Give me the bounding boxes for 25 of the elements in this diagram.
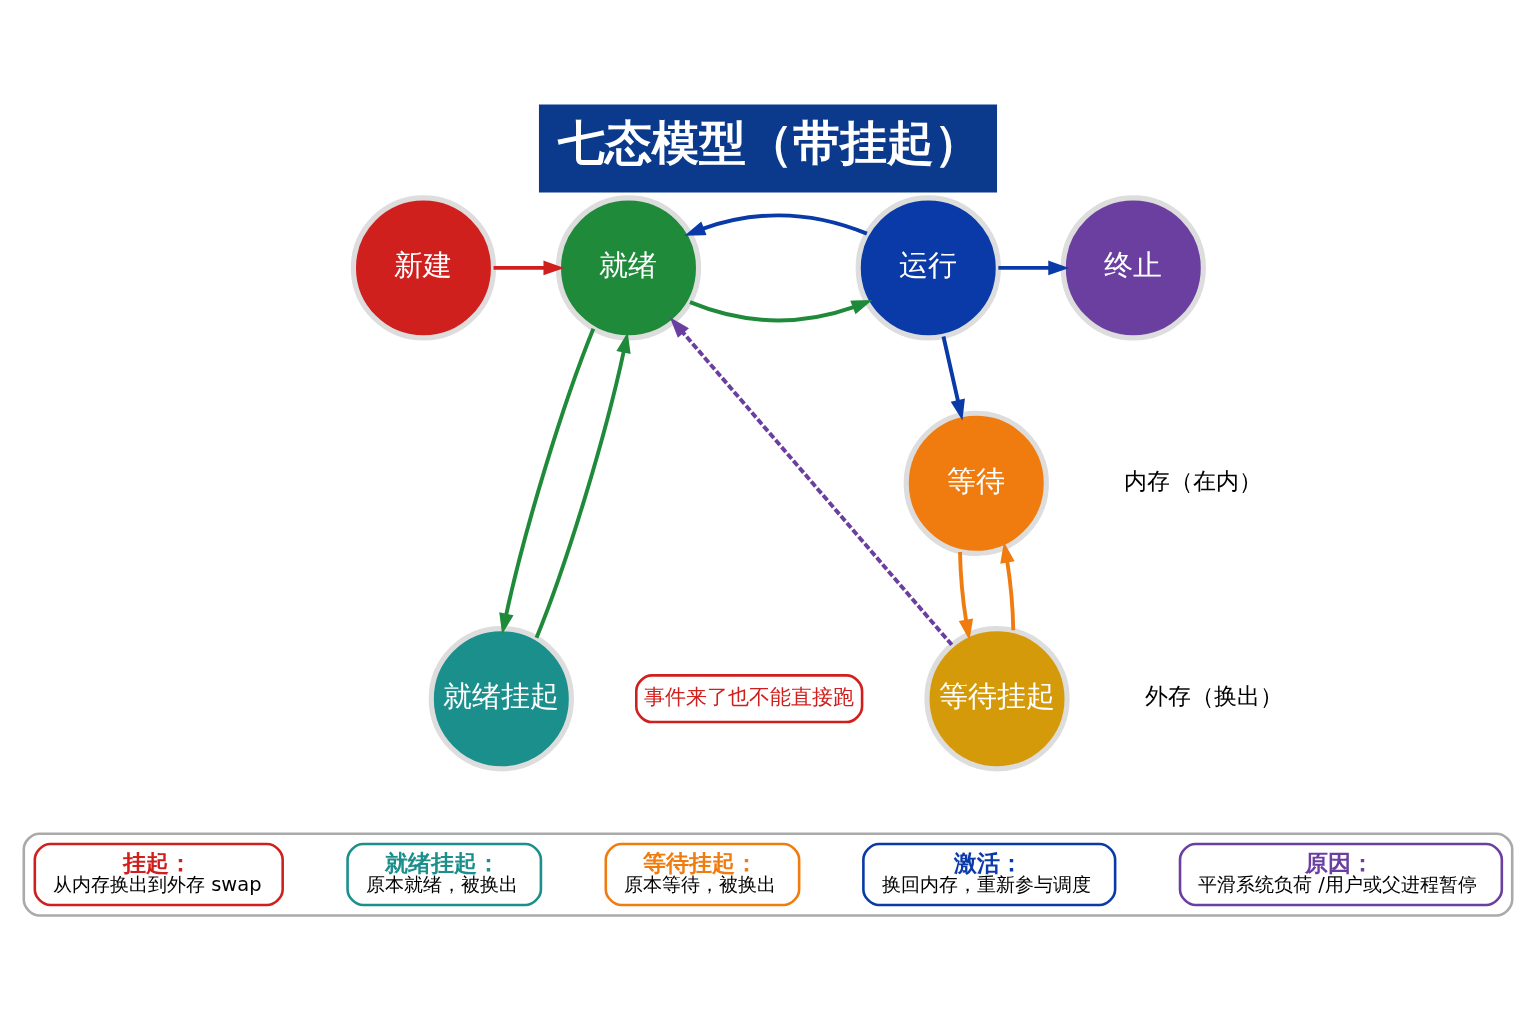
node-circle: 运行 [855,194,1001,341]
node-circle: 等待挂起 [924,625,1070,771]
node-box: 就绪挂起： 原本就绪，被换出 [346,842,543,906]
arrow [684,213,868,236]
node-circle: 等待 [903,410,1049,556]
node-box: 激活： 换回内存，重新参与调度 [862,842,1117,906]
node-circle: 终止 [1060,194,1206,341]
diagram-title: 七态模型（带挂起） [557,115,981,170]
node-box: 等待挂起： 原本等待，被换出 [604,842,801,906]
cluster [22,831,1514,917]
node-circle: 就绪挂起 [428,625,574,771]
node-box: 原因： 平滑系统负荷 /用户或父进程暂停 [1178,842,1504,906]
arrow [499,327,596,634]
node-box: 挂起： 从内存换出到外存 swap [33,842,284,906]
arrow [941,335,965,420]
arrow [493,260,565,275]
arrow [958,551,974,640]
arrow [669,316,954,646]
arrow [998,260,1070,275]
arrow [1000,541,1016,630]
label: 外存（换出） [1144,681,1283,710]
node-box: 事件来了也不能直接跑 [635,673,864,723]
arrow [689,299,873,322]
label: 内存（在内） [1123,466,1262,495]
node-circle: 新建 [350,194,497,341]
